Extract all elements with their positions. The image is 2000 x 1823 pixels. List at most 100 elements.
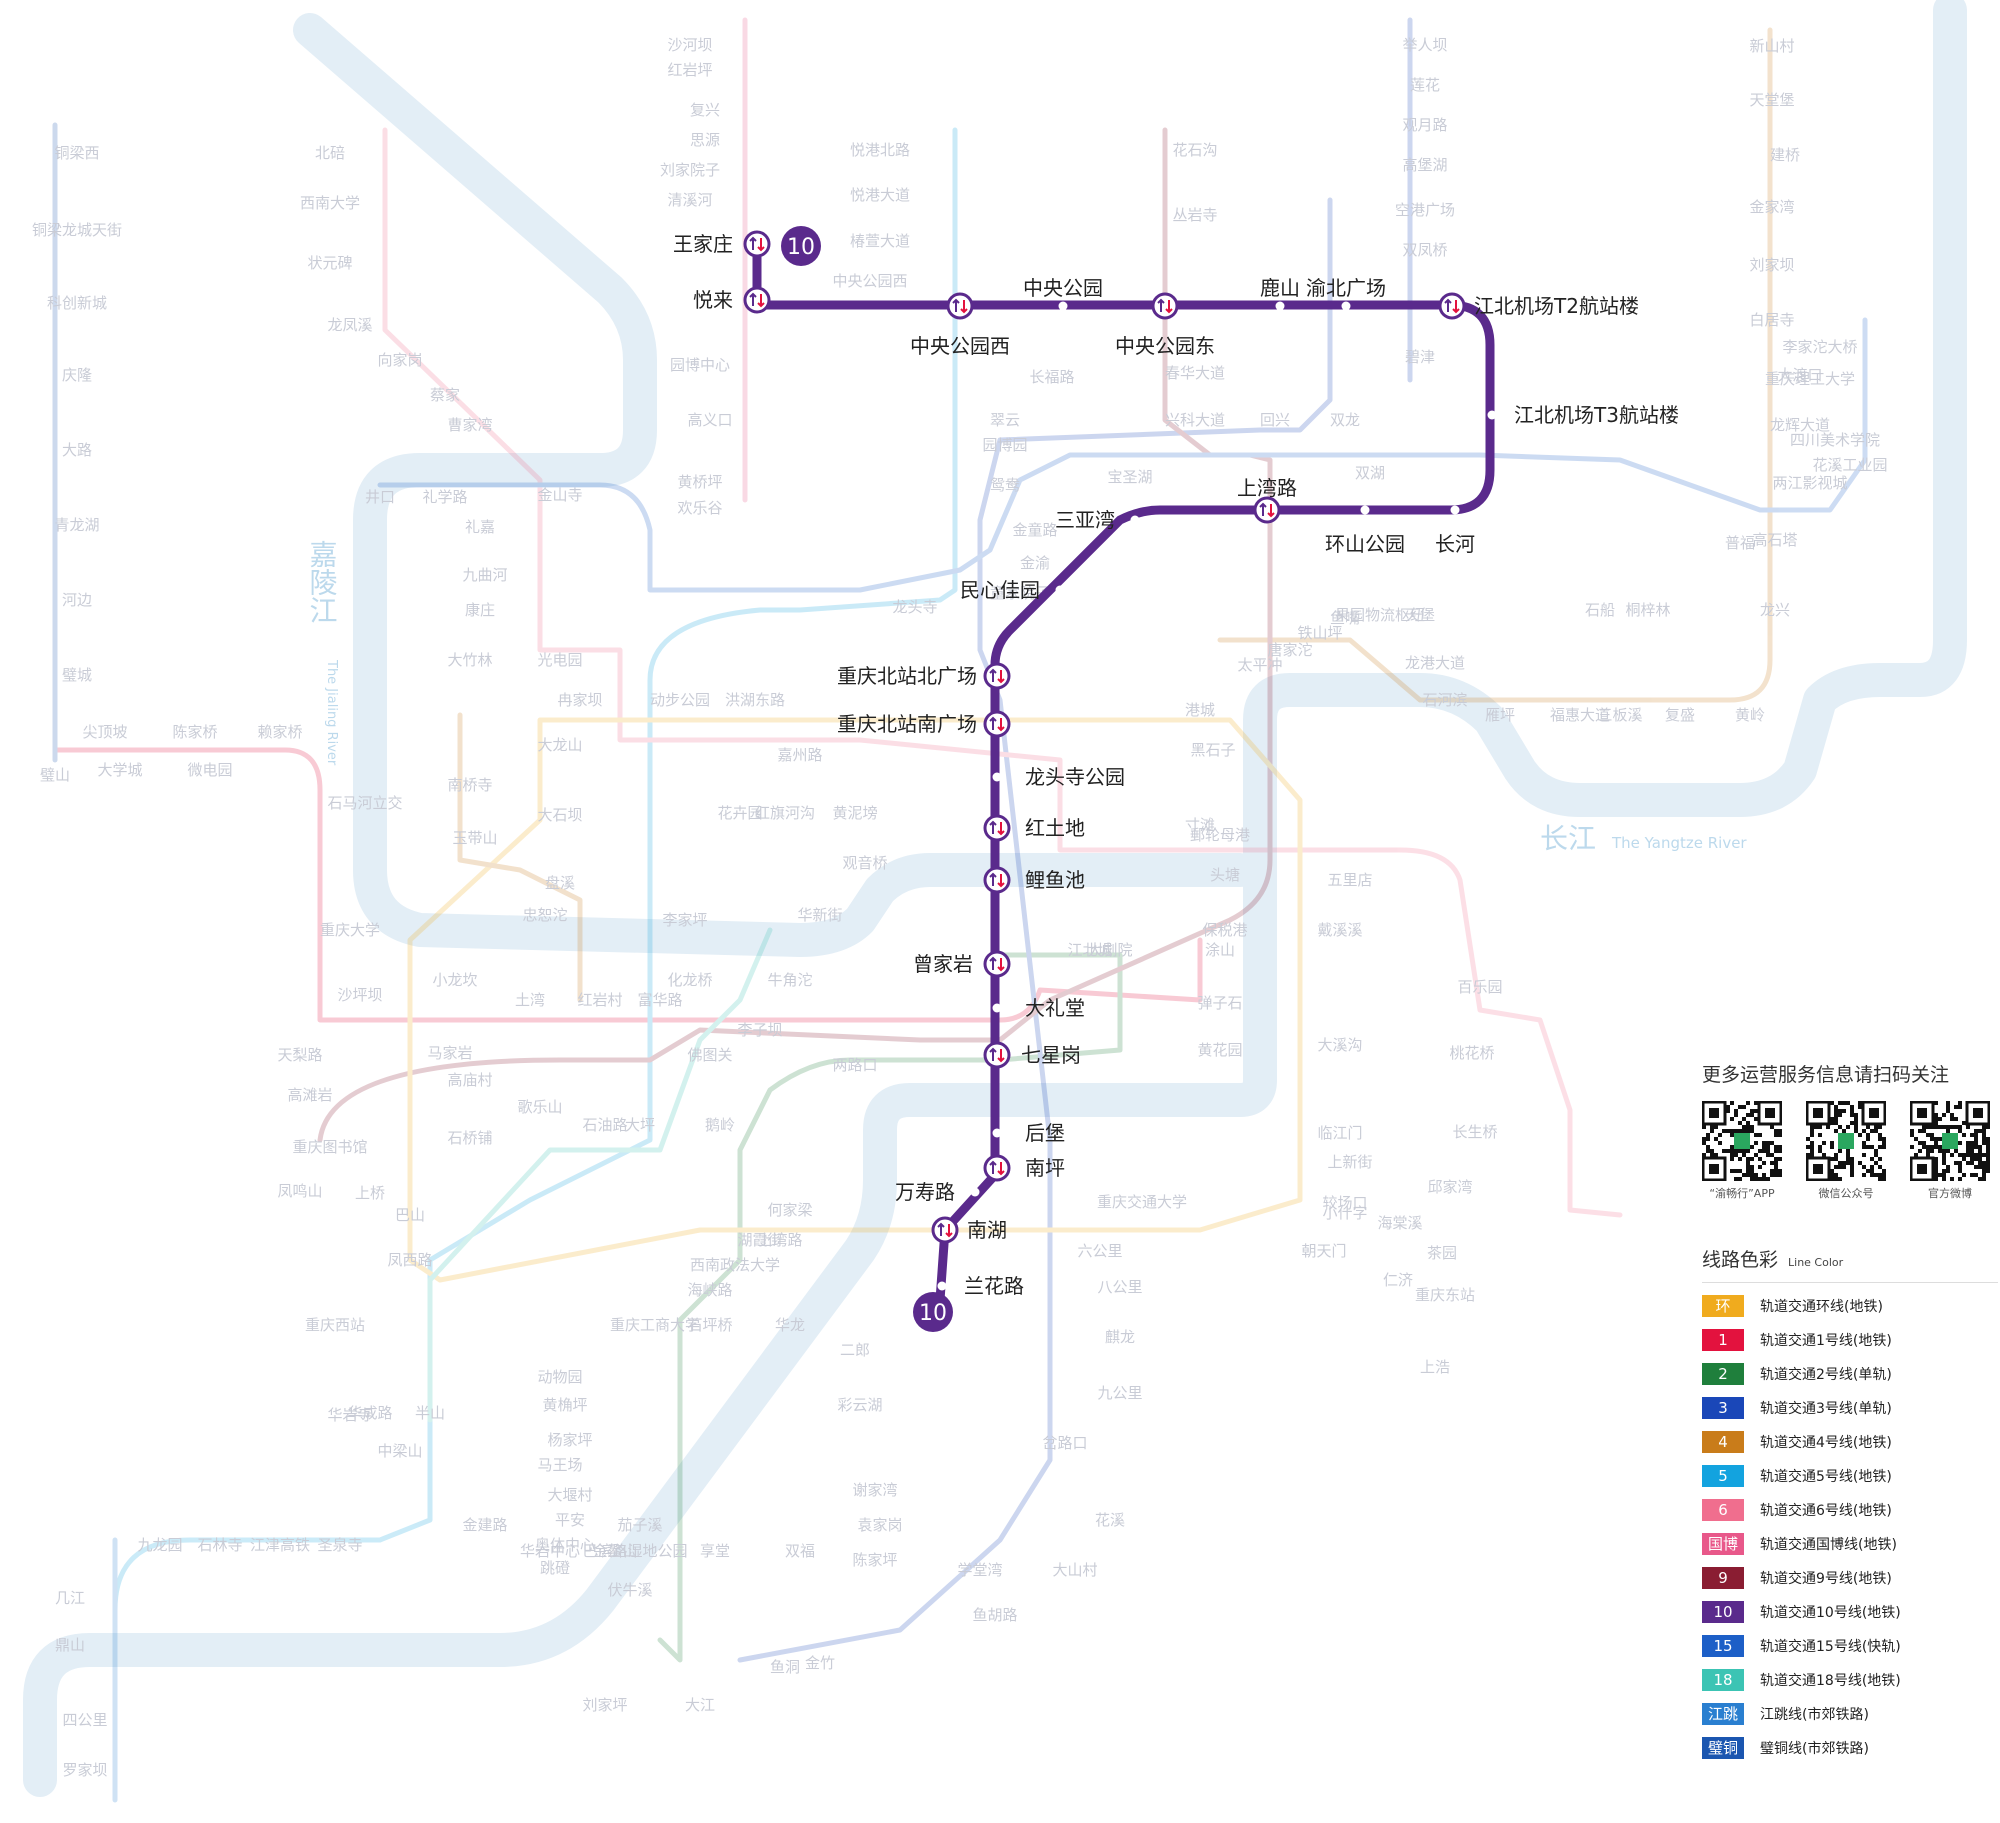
station-label[interactable]: 江北机场T2航站楼 — [1474, 294, 1639, 318]
faint-station-label: 九龙园 — [137, 1536, 182, 1554]
faint-station-label: 大坪 — [625, 1116, 655, 1134]
transfer-station-icon[interactable] — [983, 1041, 1011, 1069]
qr-module — [1754, 1117, 1758, 1121]
station-dot[interactable] — [1058, 301, 1068, 311]
qr-weibo[interactable]: 官方微博 — [1909, 1100, 1991, 1201]
qr-app[interactable]: “渝畅行”APP — [1701, 1100, 1783, 1201]
legend-badge: 1 — [1702, 1329, 1744, 1351]
transfer-station-icon[interactable] — [931, 1216, 959, 1244]
station-dot[interactable] — [1055, 585, 1065, 595]
station-label[interactable]: 后堡 — [1025, 1121, 1065, 1145]
qr-module — [1766, 1145, 1770, 1149]
transfer-station-icon[interactable] — [983, 866, 1011, 894]
qr-module — [1822, 1153, 1826, 1157]
station-dot[interactable] — [992, 772, 1002, 782]
faint-station-label: 江北城 — [1067, 941, 1112, 959]
faint-station-label: 悦港北路 — [850, 141, 910, 159]
station-label[interactable]: 鹿山 — [1260, 276, 1300, 300]
faint-station-label: 新山村 — [1749, 37, 1794, 55]
qr-module — [1838, 1113, 1842, 1117]
station-label[interactable]: 重庆北站南广场 — [837, 712, 977, 736]
station-dot[interactable] — [1130, 515, 1140, 525]
qr-module — [1878, 1165, 1882, 1169]
station-dot[interactable] — [1341, 301, 1351, 311]
transfer-station-icon[interactable] — [743, 286, 771, 314]
transfer-station-icon[interactable] — [983, 710, 1011, 738]
faint-station-label: 井口 — [365, 488, 395, 506]
qr-module — [1838, 1101, 1842, 1105]
faint-station-label: 头塘 — [1210, 866, 1240, 884]
station-label[interactable]: 渝北广场 — [1306, 276, 1386, 300]
qr-module — [1958, 1177, 1962, 1181]
qr-module — [1742, 1117, 1746, 1121]
station-label[interactable]: 曾家岩 — [913, 952, 973, 976]
faint-station-label: 大江 — [685, 1696, 715, 1714]
qr-module — [1742, 1105, 1746, 1109]
station-label[interactable]: 王家庄 — [673, 232, 733, 256]
transfer-station-icon[interactable] — [1253, 496, 1281, 524]
qr-module — [1954, 1149, 1958, 1153]
station-label[interactable]: 万寿路 — [895, 1180, 955, 1204]
station-dot[interactable] — [970, 1187, 980, 1197]
transfer-station-icon[interactable] — [1438, 292, 1466, 320]
station-dot[interactable] — [1487, 410, 1497, 420]
qr-wechat[interactable]: 微信公众号 — [1805, 1100, 1887, 1201]
line-9 — [317, 127, 1273, 1143]
qr-module — [1730, 1133, 1734, 1137]
faint-station-label: 金建路 — [462, 1516, 507, 1534]
station-label[interactable]: 鲤鱼池 — [1025, 868, 1085, 892]
station-label[interactable]: 中央公园西 — [910, 334, 1010, 358]
station-label[interactable]: 红土地 — [1025, 816, 1085, 840]
station-label[interactable]: 七星岗 — [1021, 1043, 1081, 1067]
station-label[interactable]: 重庆北站北广场 — [837, 664, 977, 688]
qr-module — [1702, 1125, 1706, 1129]
station-label[interactable]: 中央公园 — [1023, 276, 1103, 300]
station-dot[interactable] — [992, 1003, 1002, 1013]
transfer-station-icon[interactable] — [983, 950, 1011, 978]
transfer-station-icon[interactable] — [983, 662, 1011, 690]
station-label[interactable]: 兰花路 — [964, 1274, 1024, 1298]
faint-station-label: 兴科大道 — [1165, 411, 1225, 429]
station-dot[interactable] — [1275, 301, 1285, 311]
faint-station-label: 思源 — [690, 131, 720, 149]
faint-station-label: 高石塔 — [1752, 531, 1797, 549]
station-label[interactable]: 民心佳园 — [960, 578, 1040, 602]
station-label[interactable]: 长河 — [1435, 532, 1475, 556]
faint-station-label: 李家坪 — [662, 911, 707, 929]
transfer-station-icon[interactable] — [1151, 292, 1179, 320]
station-label[interactable]: 南坪 — [1025, 1156, 1065, 1180]
qr-module — [1838, 1149, 1842, 1153]
legend-label: 轨道交通5号线(地铁) — [1760, 1469, 1892, 1485]
qr-module — [1874, 1125, 1878, 1129]
faint-station-label: 花卉园 — [717, 804, 762, 822]
station-label[interactable]: 南湖 — [967, 1218, 1007, 1242]
station-label[interactable]: 中央公园东 — [1115, 334, 1215, 358]
qr-module — [1870, 1169, 1874, 1173]
station-label[interactable]: 龙头寺公园 — [1025, 765, 1125, 789]
qr-module — [1910, 1145, 1914, 1149]
qr-module — [1954, 1125, 1958, 1129]
faint-station-label: 小什字 — [1322, 1204, 1367, 1222]
arrow-down-icon — [997, 822, 1005, 836]
qr-module — [1942, 1153, 1946, 1157]
faint-station-label: 宝圣湖 — [1107, 468, 1152, 486]
station-label[interactable]: 三亚湾 — [1055, 508, 1115, 532]
qr-module — [1970, 1153, 1974, 1157]
transfer-station-icon[interactable] — [946, 292, 974, 320]
station-dot[interactable] — [1450, 505, 1460, 515]
line-5 — [112, 127, 958, 1783]
station-label[interactable]: 江北机场T3航站楼 — [1514, 403, 1679, 427]
transfer-station-icon[interactable] — [743, 230, 771, 258]
faint-station-label: 花石沟 — [1172, 141, 1217, 159]
station-dot[interactable] — [992, 1128, 1002, 1138]
station-dot[interactable] — [1360, 505, 1370, 515]
station-label[interactable]: 上湾路 — [1237, 476, 1297, 500]
transfer-station-icon[interactable] — [983, 814, 1011, 842]
station-dot[interactable] — [937, 1281, 947, 1291]
transfer-station-icon[interactable] — [983, 1154, 1011, 1182]
station-label[interactable]: 环山公园 — [1325, 532, 1405, 556]
faint-station-label: 龙兴 — [1760, 601, 1790, 619]
station-label[interactable]: 大礼堂 — [1025, 996, 1085, 1020]
qr-module — [1734, 1129, 1738, 1133]
station-label[interactable]: 悦来 — [693, 288, 733, 312]
